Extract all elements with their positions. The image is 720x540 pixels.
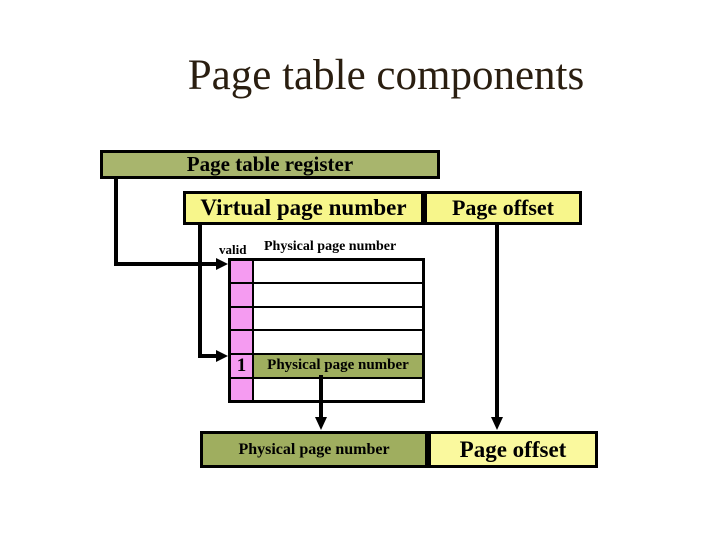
valid-cell bbox=[231, 261, 254, 283]
page-offset-connector-line bbox=[495, 225, 499, 418]
page-table: 1 Physical page number bbox=[228, 258, 425, 403]
register-connector-arrowhead-icon bbox=[216, 258, 228, 270]
entry-cell bbox=[254, 261, 422, 283]
table-row bbox=[231, 261, 422, 285]
vpn-connector-vertical-line bbox=[198, 225, 202, 358]
physical-page-number-bottom-box: Physical page number bbox=[200, 431, 428, 468]
valid-cell bbox=[231, 378, 254, 401]
valid-cell bbox=[231, 307, 254, 330]
valid-column-label: valid bbox=[219, 242, 247, 257]
table-row bbox=[231, 284, 422, 308]
register-connector-vertical-line bbox=[114, 178, 118, 266]
physical-page-number-bottom-label: Physical page number bbox=[238, 440, 390, 458]
page-offset-bottom-label: Page offset bbox=[459, 436, 567, 462]
valid-cell bbox=[231, 331, 254, 353]
table-row bbox=[231, 331, 422, 355]
page-offset-top-label: Page offset bbox=[451, 195, 554, 220]
entry-cell bbox=[254, 378, 422, 401]
vpn-connector-arrowhead-icon bbox=[216, 350, 228, 362]
entry-cell bbox=[254, 307, 422, 330]
page-offset-top-box: Page offset bbox=[424, 191, 582, 225]
ppn-connector-line bbox=[319, 375, 323, 418]
valid-cell bbox=[231, 284, 254, 306]
page-table-register-box: Page table register bbox=[100, 150, 440, 179]
register-connector-horizontal-line bbox=[114, 262, 216, 266]
virtual-page-number-label: Virtual page number bbox=[200, 195, 407, 220]
table-row bbox=[231, 378, 422, 401]
vpn-connector-horizontal-line bbox=[198, 354, 216, 358]
table-row bbox=[231, 307, 422, 332]
slide-title: Page table components bbox=[187, 52, 585, 99]
table-row-highlighted: 1 Physical page number bbox=[231, 354, 422, 379]
physical-page-number-column-label: Physical page number bbox=[264, 239, 397, 254]
entry-cell bbox=[254, 284, 422, 306]
page-table-register-label: Page table register bbox=[186, 152, 354, 176]
virtual-page-number-box: Virtual page number bbox=[183, 191, 424, 225]
entry-cell bbox=[254, 331, 422, 353]
physical-page-number-entry-cell: Physical page number bbox=[254, 354, 422, 377]
page-offset-connector-arrowhead-icon bbox=[491, 417, 503, 430]
ppn-connector-arrowhead-icon bbox=[315, 417, 327, 430]
valid-bit-cell: 1 bbox=[231, 354, 254, 377]
page-offset-bottom-box: Page offset bbox=[428, 431, 598, 468]
